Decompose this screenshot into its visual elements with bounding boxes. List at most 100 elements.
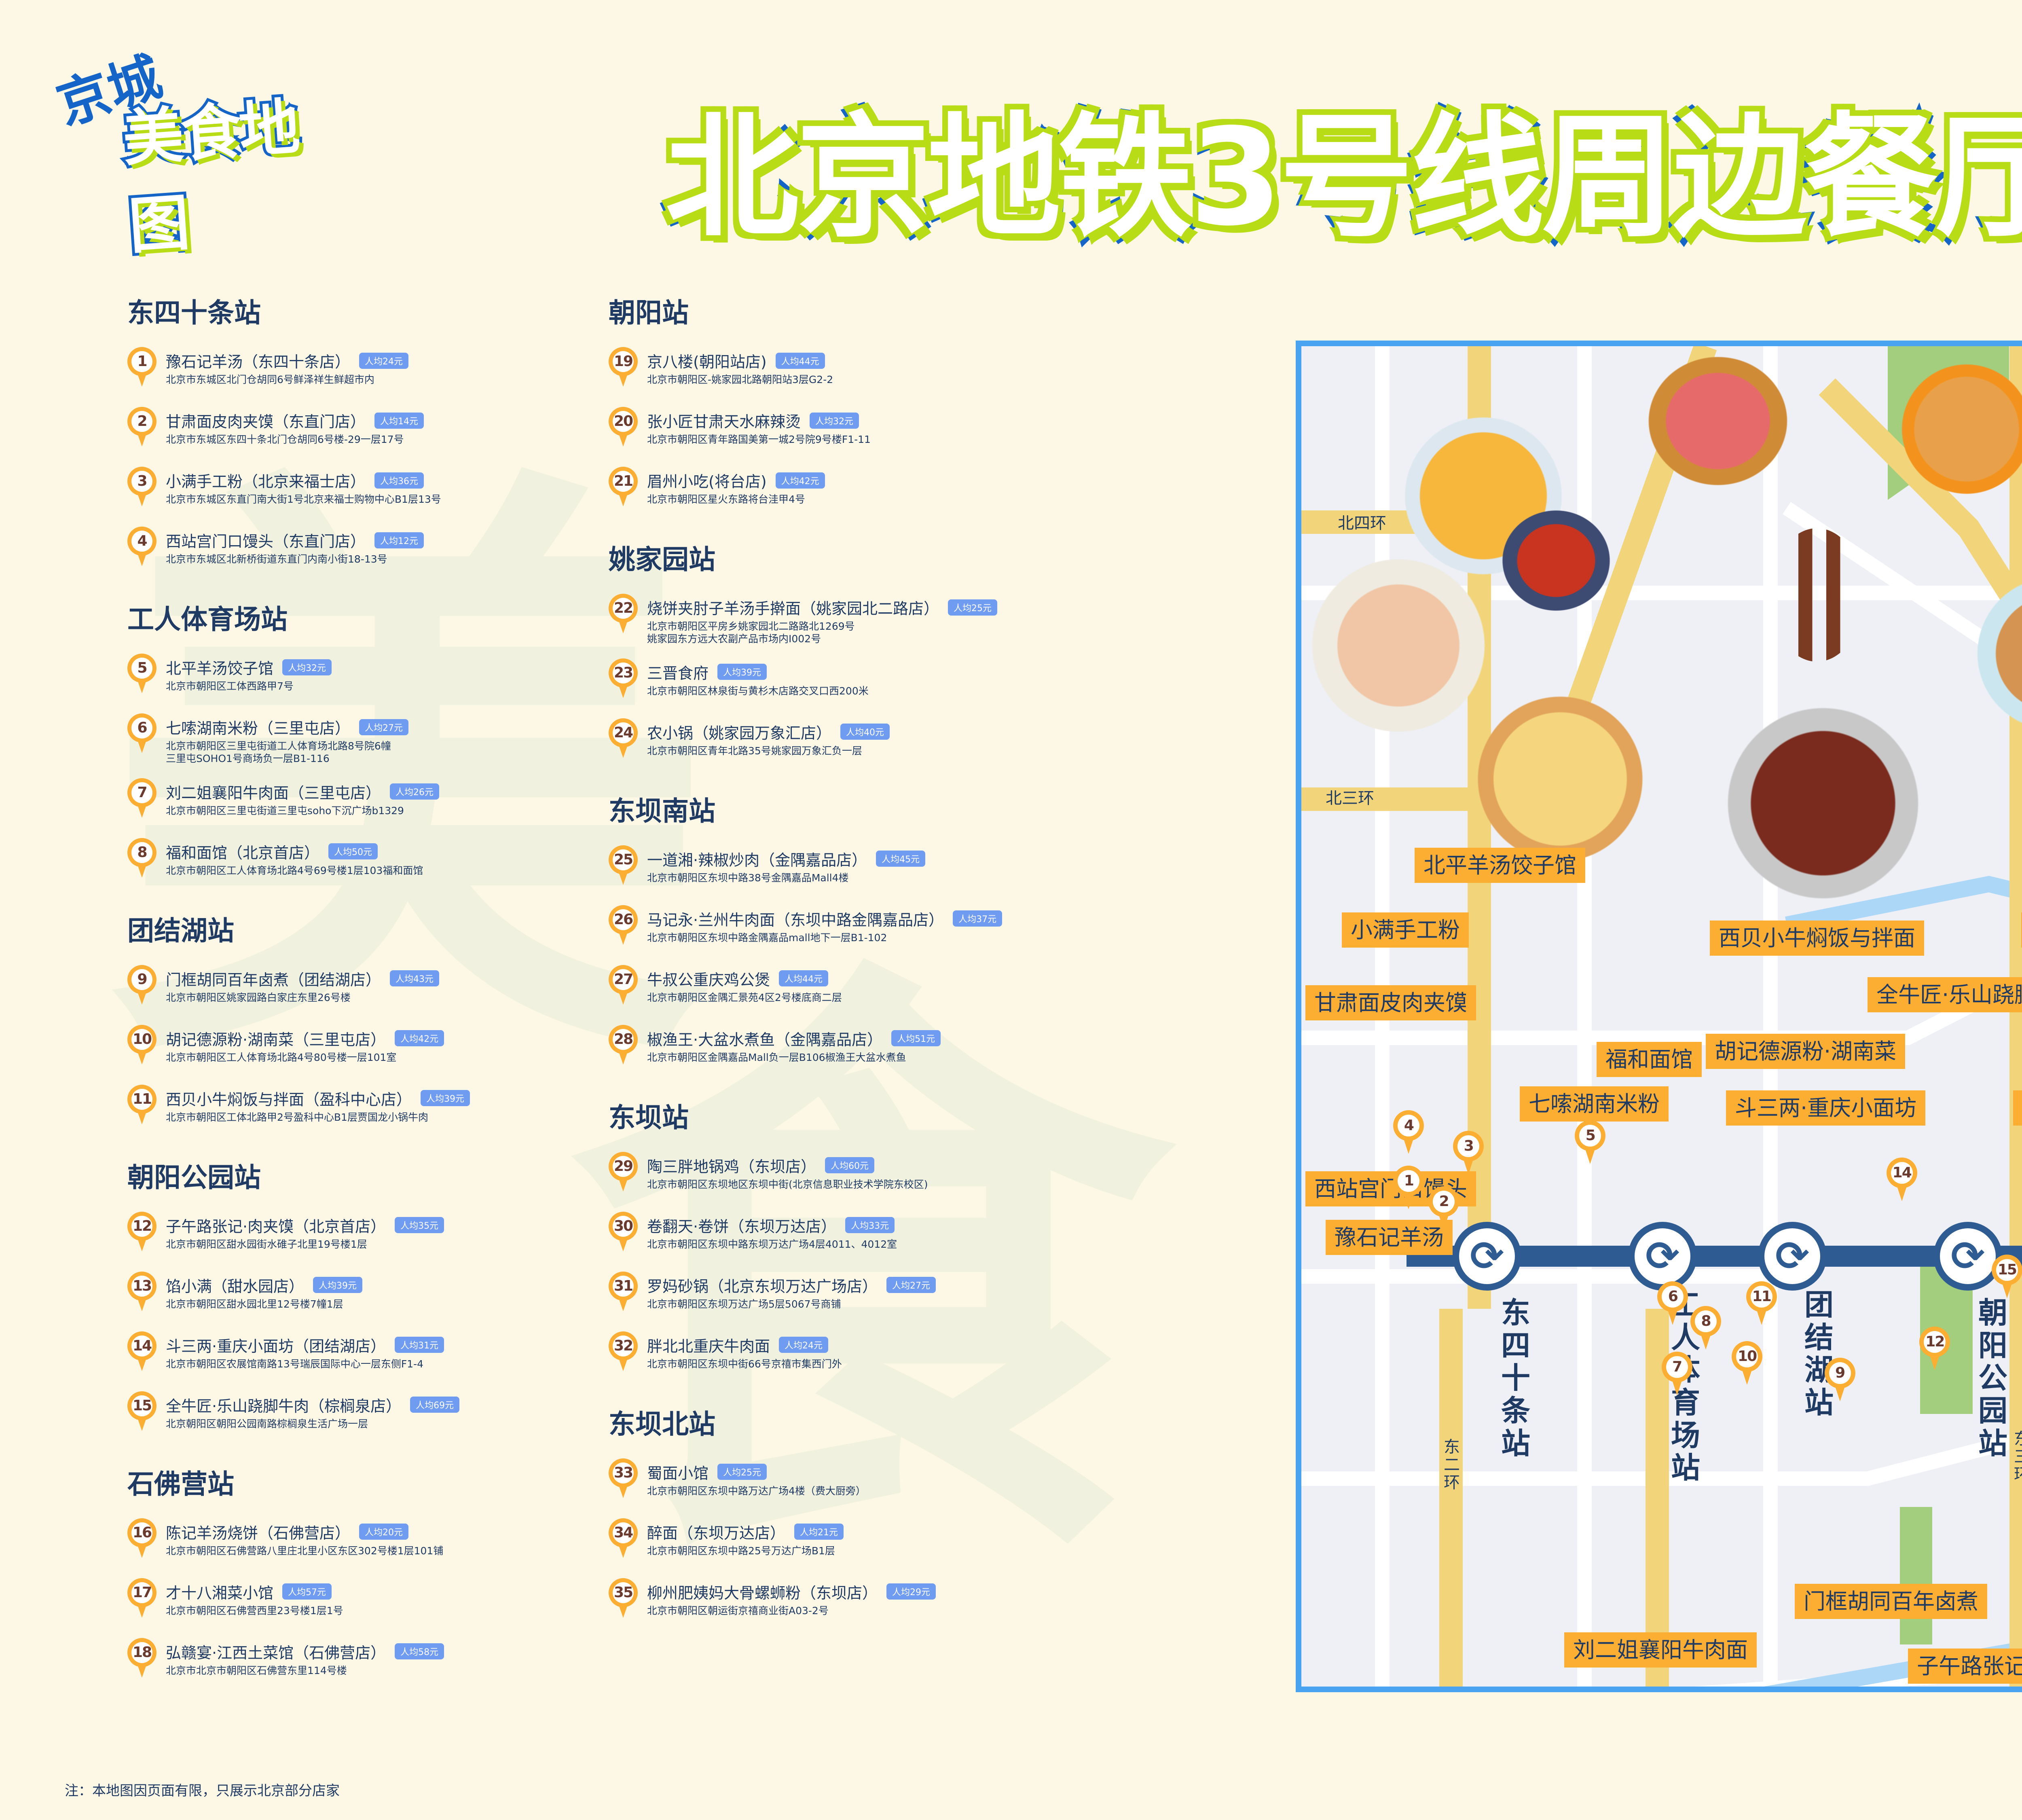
- map-pin-2[interactable]: 2: [1428, 1186, 1459, 1235]
- road-label-north4: 北四环: [1338, 514, 1386, 533]
- map-pin-1[interactable]: 1: [1393, 1166, 1424, 1214]
- map-pin-12[interactable]: 12: [1919, 1327, 1950, 1375]
- station-chaoyanggongyuan[interactable]: ⟳: [1933, 1222, 2002, 1291]
- price-badge: 人均37元: [953, 910, 1003, 927]
- map-pin-icon: 34: [609, 1518, 638, 1563]
- restaurant-address: 北京市朝阳区林泉街与黄杉木店路交叉口西200米: [647, 685, 869, 697]
- map-label-9[interactable]: 门框胡同百年卤煮: [1795, 1584, 1987, 1619]
- pin-number: 10: [1736, 1346, 1758, 1367]
- restaurant-name: 西站宫门口馒头（东直门店）: [166, 533, 366, 550]
- map-pin-icon: 2: [127, 407, 157, 451]
- pin-number: 18: [131, 1642, 152, 1663]
- map-label-14[interactable]: 斗三两·重庆小面坊: [1726, 1090, 1926, 1126]
- map-label-12[interactable]: 子午路张记·肉夹馍: [1908, 1649, 2022, 1684]
- map-label-13[interactable]: 馅小满: [2013, 1090, 2022, 1126]
- restaurant-name: 烧饼夹肘子羊汤手擀面（姚家园北二路店）: [647, 600, 939, 618]
- map-label-5[interactable]: 北平羊汤饺子馆: [1415, 848, 1585, 883]
- map-pin-9[interactable]: 9: [1824, 1357, 1855, 1406]
- pin-number: 28: [613, 1029, 634, 1050]
- pin-number: 12: [1924, 1331, 1946, 1353]
- map-label-10[interactable]: 胡记德源粉·湖南菜: [1706, 1034, 1906, 1069]
- map-label-1[interactable]: 豫石记羊汤: [1326, 1220, 1453, 1255]
- restaurant-name: 一道湘·辣椒炒肉（金隅嘉品店）: [647, 851, 867, 869]
- restaurant-address: 北京市朝阳区石佛营西里23号楼1层1号: [166, 1604, 343, 1617]
- map-pin-14[interactable]: 14: [1886, 1157, 1917, 1206]
- map-pin-icon: 3: [127, 467, 157, 511]
- food-illustration: [1722, 702, 1924, 904]
- restaurant-name: 北平羊汤饺子馆: [166, 660, 274, 677]
- pin-number: 6: [1662, 1286, 1684, 1308]
- map-pin-5[interactable]: 5: [1575, 1120, 1606, 1169]
- price-badge: 人均20元: [359, 1524, 409, 1540]
- map-pin-7[interactable]: 7: [1661, 1351, 1692, 1400]
- map-pin-icon: 27: [609, 965, 638, 1009]
- restaurant-name: 馅小满（甜水园店）: [166, 1277, 305, 1295]
- pin-number: 8: [1695, 1310, 1717, 1333]
- map-label-17[interactable]: 才十八湘菜小馆: [2021, 912, 2022, 948]
- map-label-11[interactable]: 西贝小牛焖饭与拌面: [1710, 921, 1924, 956]
- map-pin-15[interactable]: 15: [1991, 1254, 2022, 1303]
- map-pin-icon: 28: [609, 1024, 638, 1069]
- station-dongsishitiao[interactable]: ⟳: [1453, 1222, 1521, 1291]
- map-pin-icon: 17: [127, 1578, 157, 1623]
- map-label-15[interactable]: 全牛匠·乐山跷脚牛肉: [1868, 977, 2022, 1013]
- restaurant-address: 北京市朝阳区朝运街京禧商业街A03-2号: [647, 1604, 829, 1617]
- map-pin-10[interactable]: 10: [1732, 1341, 1763, 1390]
- map-label-3[interactable]: 小满手工粉: [1342, 912, 1469, 948]
- map-pin-6[interactable]: 6: [1657, 1281, 1688, 1330]
- map-label-6[interactable]: 七嗦湖南米粉: [1520, 1086, 1669, 1122]
- pin-number: 33: [613, 1462, 634, 1484]
- map-label-2[interactable]: 甘肃面皮肉夹馍: [1305, 985, 1476, 1021]
- map-label-7[interactable]: 刘二姐襄阳牛肉面: [1564, 1632, 1757, 1668]
- station-tuanjiehu[interactable]: ⟳: [1758, 1222, 1827, 1291]
- metro-map[interactable]: 北四环 北三环 东二环 东三环 东四环 东五环 首都机场高速 京通快速路 ⟳ ⟳…: [1296, 341, 2022, 1692]
- map-pin-4[interactable]: 4: [1393, 1110, 1424, 1159]
- map-pin-3[interactable]: 3: [1453, 1130, 1484, 1179]
- map-pin-11[interactable]: 11: [1746, 1281, 1777, 1330]
- map-pin-8[interactable]: 8: [1690, 1306, 1722, 1354]
- price-badge: 人均57元: [282, 1583, 332, 1600]
- page-title-text: 北京地铁3号线周边餐厅美食地图: [660, 95, 2022, 260]
- map-label-8[interactable]: 福和面馆: [1597, 1042, 1702, 1077]
- station-gongrentiyuchang[interactable]: ⟳: [1628, 1222, 1697, 1291]
- transfer-icon: ⟳: [1646, 1232, 1679, 1280]
